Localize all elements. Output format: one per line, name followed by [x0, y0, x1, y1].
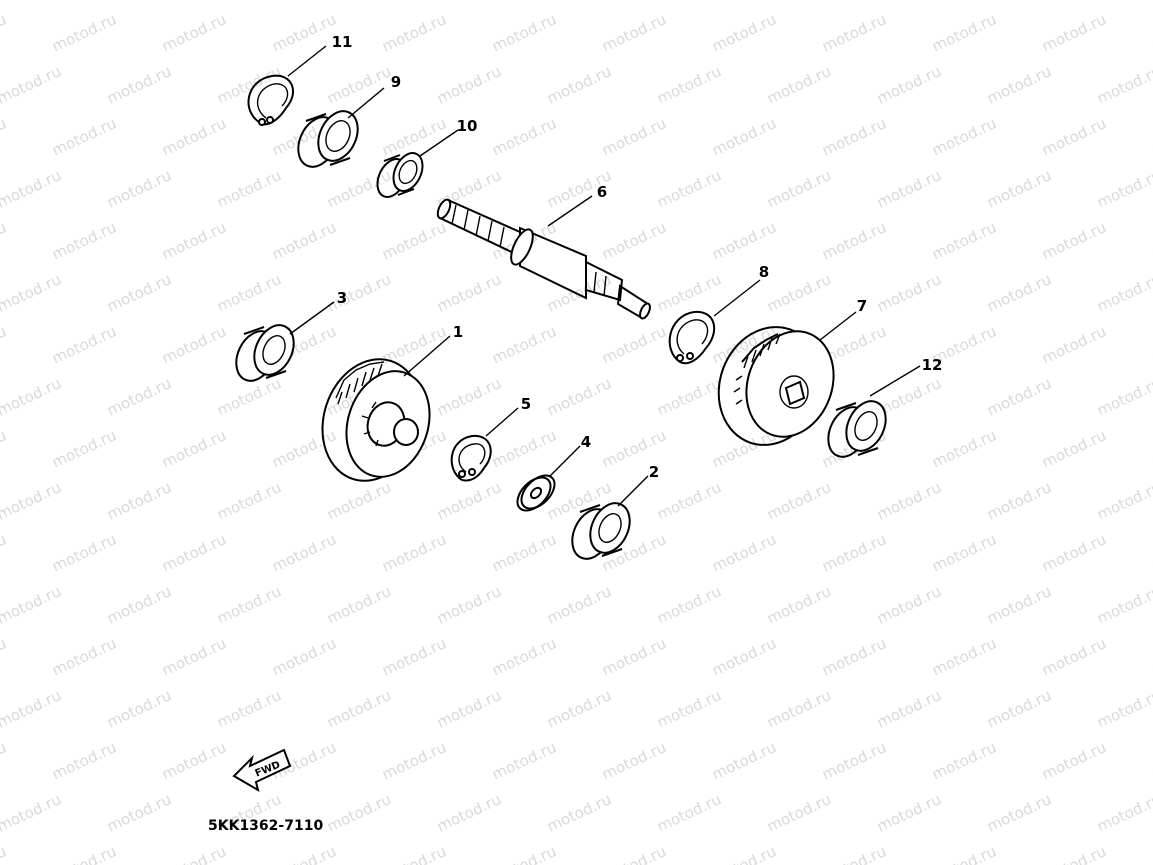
- part-1-gear: [321, 358, 431, 482]
- part-5-circlip: [450, 434, 492, 482]
- part-3-bearing: [235, 324, 295, 382]
- part-number: 5KK1362-7110: [208, 818, 323, 834]
- part-12-bearing: [827, 400, 887, 458]
- callout-6: 6: [597, 183, 607, 201]
- callout-8: 8: [759, 263, 769, 281]
- callout-7: 7: [857, 297, 867, 315]
- callout-11: 11: [332, 33, 353, 51]
- part-6-shaft: [436, 198, 651, 320]
- part-10-bushing: [376, 152, 424, 198]
- callout-10: 10: [457, 117, 478, 135]
- callout-1: 1: [453, 323, 463, 341]
- callout-2: 2: [649, 463, 659, 481]
- part-8-circlip: [668, 310, 715, 365]
- callout-9: 9: [391, 73, 401, 91]
- callout-labels: 11 9 10 6 8 7 3 1 5 4 2 12: [332, 33, 943, 481]
- leader-lines: [287, 45, 921, 507]
- callout-5: 5: [521, 395, 531, 413]
- part-9-bearing: [297, 110, 359, 168]
- part-4-washer: [516, 474, 556, 512]
- callout-3: 3: [337, 289, 347, 307]
- fwd-arrow-icon: FWD: [232, 748, 292, 793]
- callout-4: 4: [581, 433, 591, 451]
- watermark-text: motod.ru: [0, 842, 9, 865]
- part-7-gear: [717, 326, 835, 446]
- callout-12: 12: [922, 356, 943, 374]
- part-11-circlip: [247, 74, 294, 126]
- part-2-bearing: [571, 502, 631, 560]
